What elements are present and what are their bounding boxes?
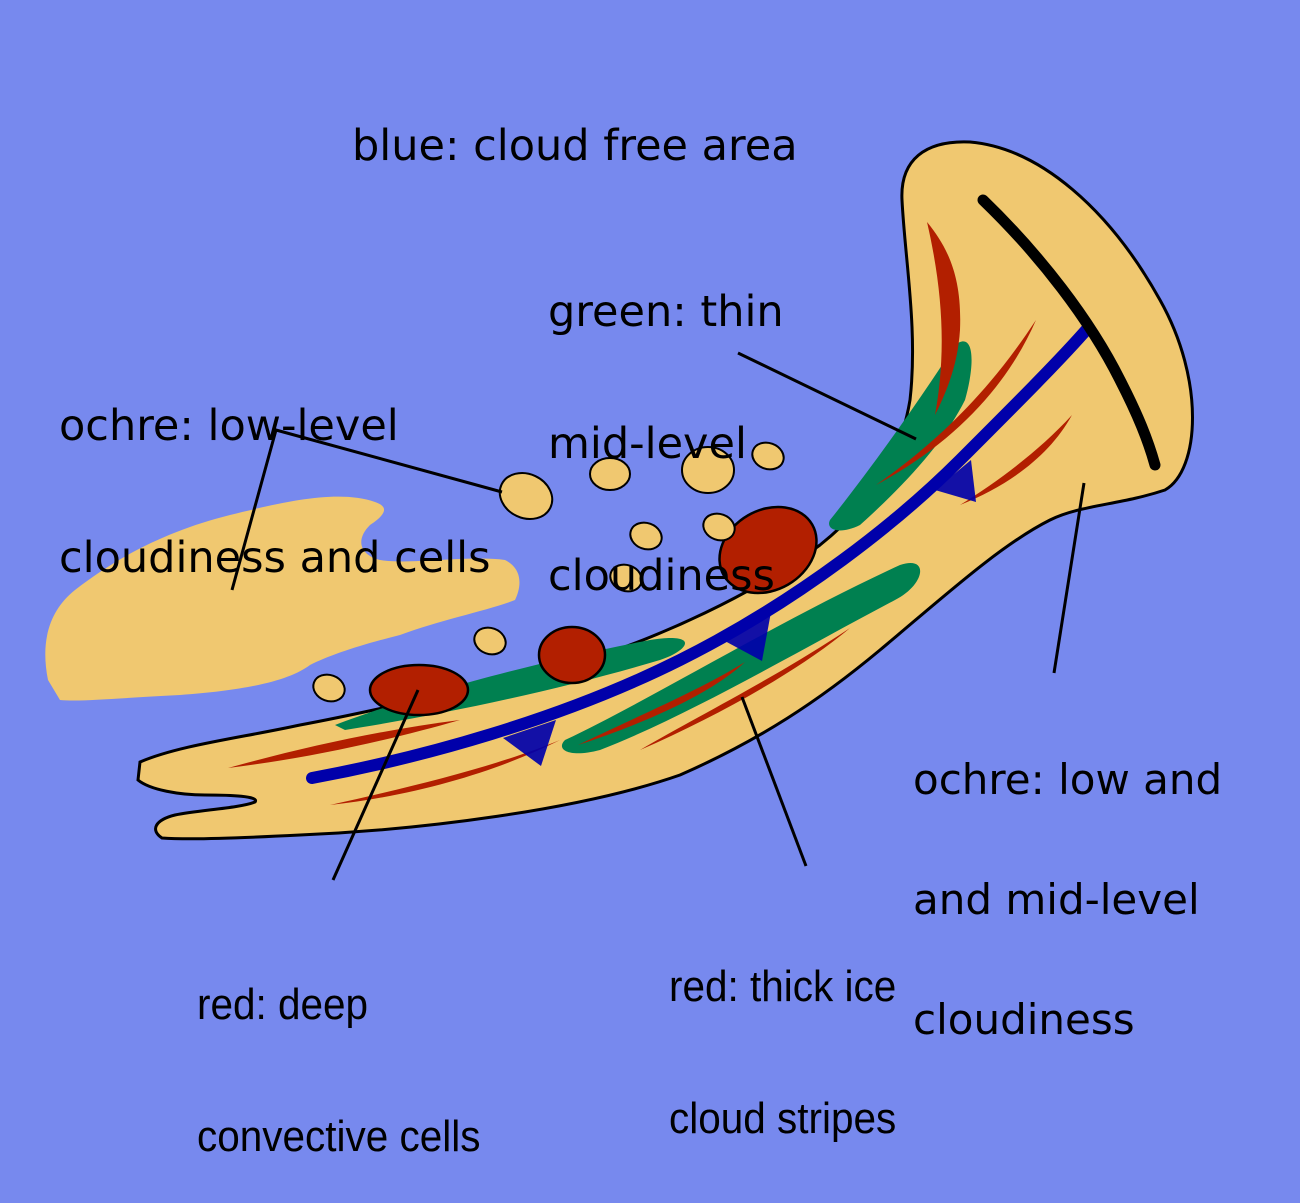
label-line: convective cells bbox=[197, 1112, 481, 1161]
small-cell bbox=[751, 441, 785, 471]
red-stripe bbox=[228, 720, 460, 768]
main-cloud-band bbox=[136, 140, 1194, 841]
small-cell bbox=[589, 457, 631, 491]
red-ice-cloud-stripes bbox=[228, 222, 1072, 805]
label-red-deep-convective: red: deep convective cells bbox=[197, 895, 480, 1203]
front-triangle bbox=[935, 460, 976, 502]
front-triangle bbox=[723, 612, 771, 661]
cloud-band-diagram bbox=[45, 140, 1194, 881]
green-area bbox=[561, 563, 921, 754]
red-stripe bbox=[927, 222, 961, 415]
small-cell bbox=[473, 626, 507, 656]
label-red-ice-stripes: red: thick ice cloud stripes bbox=[669, 877, 896, 1185]
cold-front-line bbox=[306, 322, 1094, 784]
label-green-mid-level: green: thin mid-level cloudiness bbox=[548, 202, 784, 642]
leader-line-ochre-low bbox=[230, 428, 503, 591]
label-blue-cloud-free: blue: cloud free area bbox=[352, 36, 798, 212]
label-line: and mid-level bbox=[913, 875, 1200, 924]
small-cell bbox=[609, 563, 643, 593]
label-line: cloud stripes bbox=[669, 1094, 897, 1143]
label-ochre-low-level: ochre: low-level cloudiness and cells bbox=[59, 316, 491, 624]
convective-cell bbox=[368, 663, 470, 717]
label-line: blue: cloud free area bbox=[352, 121, 798, 171]
convective-cell bbox=[718, 505, 818, 595]
label-line: red: deep bbox=[197, 980, 369, 1029]
leader-lines bbox=[230, 351, 1086, 881]
cold-front-triangles bbox=[503, 460, 976, 766]
low-level-cloud-area bbox=[45, 496, 520, 701]
label-line: cloudiness bbox=[913, 995, 1135, 1044]
convective-cell bbox=[537, 625, 607, 685]
label-line: red: thick ice bbox=[669, 962, 897, 1011]
trough-line bbox=[977, 194, 1161, 471]
label-line: cloudiness bbox=[548, 551, 775, 601]
small-cell bbox=[702, 512, 736, 542]
label-line: mid-level bbox=[548, 419, 747, 469]
small-low-level-cells bbox=[312, 441, 785, 703]
label-line: ochre: low-level bbox=[59, 401, 399, 451]
small-cell bbox=[312, 673, 346, 703]
label-line: green: thin bbox=[548, 287, 784, 337]
label-ochre-low-mid-level: ochre: low and and mid-level cloudiness bbox=[913, 680, 1222, 1080]
leader-line-red-cells bbox=[331, 689, 420, 881]
label-line: ochre: low and bbox=[913, 755, 1223, 804]
small-cell bbox=[681, 446, 735, 494]
label-line: cloudiness and cells bbox=[59, 533, 491, 583]
leader-line-green bbox=[737, 351, 917, 441]
leader-line-red-stripes bbox=[740, 696, 808, 867]
leader-line-ochre-mid bbox=[1052, 482, 1086, 674]
green-area bbox=[829, 341, 972, 531]
small-cell bbox=[629, 521, 663, 551]
deep-convective-cells bbox=[368, 505, 818, 717]
small-cell bbox=[498, 472, 554, 520]
front-triangle bbox=[503, 720, 556, 766]
